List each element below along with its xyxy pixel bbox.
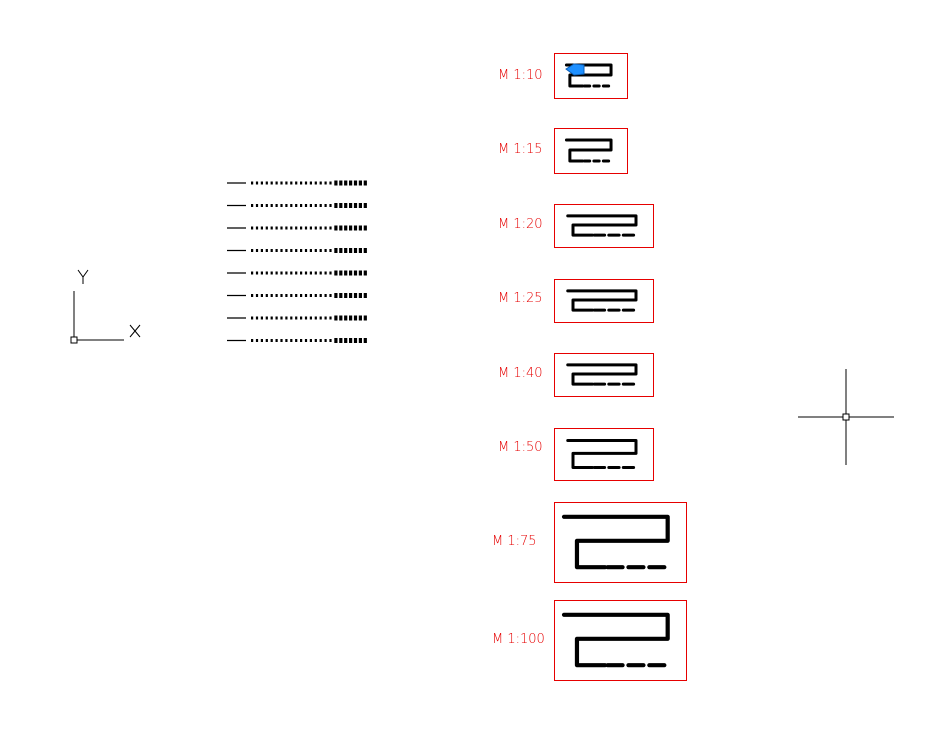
scale-frame: [554, 428, 654, 481]
scale-label-1-20: M 1:20: [498, 217, 543, 232]
scale-label-1-100: M 1:100: [492, 632, 545, 647]
linetype-legend: [227, 180, 367, 343]
crosshair-cursor: [798, 369, 894, 465]
scale-label-1-15: M 1:15: [498, 142, 543, 157]
legend-row: [227, 270, 367, 276]
polyline-path: [566, 214, 638, 237]
scale-frame: [554, 600, 687, 681]
ucs-icon: [70, 269, 141, 344]
polyline-path: [566, 363, 638, 386]
scale-frame: [554, 204, 654, 248]
polyline-path: [561, 514, 670, 570]
scale-label-1-75: M 1:75: [492, 534, 537, 549]
scale-label-1-50: M 1:50: [498, 440, 543, 455]
polyline-path: [566, 289, 638, 312]
legend-row: [227, 225, 367, 231]
selection-grip-icon[interactable]: [565, 63, 585, 76]
scale-frames: [554, 53, 687, 681]
scale-label-1-25: M 1:25: [498, 291, 543, 306]
legend-row: [227, 203, 367, 208]
legend-row: [227, 338, 367, 343]
scale-frame: [554, 53, 628, 99]
polyline-path: [564, 138, 613, 163]
polyline-path: [564, 63, 613, 88]
legend-row: [227, 180, 367, 186]
scale-frame: [554, 128, 628, 174]
scale-frame: [554, 502, 687, 583]
polyline-path: [566, 439, 638, 469]
legend-row: [227, 248, 367, 253]
scale-label-1-40: M 1:40: [498, 366, 543, 381]
scale-frame: [554, 353, 654, 397]
legend-row: [227, 315, 367, 321]
polyline-path: [561, 612, 670, 668]
scale-frame: [554, 279, 654, 323]
scale-label-1-10: M 1:10: [498, 68, 543, 83]
legend-row: [227, 293, 367, 298]
